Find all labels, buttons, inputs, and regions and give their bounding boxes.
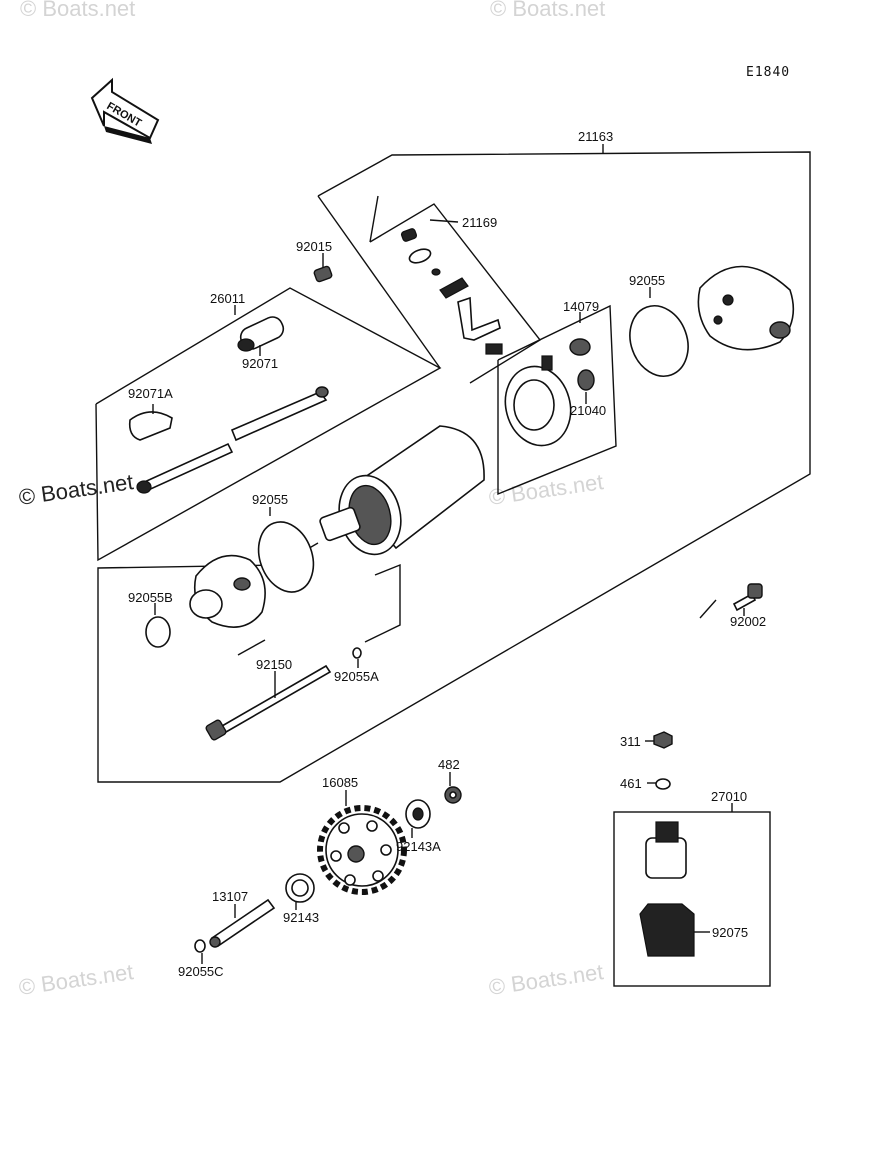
label-13107: 13107	[212, 889, 248, 904]
front-arrow-icon: FRONT	[90, 77, 160, 144]
label-92055-top: 92055	[629, 273, 665, 288]
gear-16085	[317, 805, 407, 895]
label-21040: 21040	[570, 403, 606, 418]
label-482: 482	[438, 757, 460, 772]
bolt-92002	[732, 583, 763, 612]
through-bolt-92150	[205, 664, 332, 741]
label-92055C: 92055C	[178, 964, 224, 979]
watermark: © Boats.net	[487, 469, 605, 510]
end-cover	[697, 265, 795, 351]
o-ring-92055C	[194, 939, 206, 953]
label-92071A: 92071A	[128, 386, 173, 401]
diagram-code: E1840	[746, 65, 790, 80]
o-ring-92055A	[352, 647, 362, 659]
label-27010: 27010	[711, 789, 747, 804]
label-461: 461	[620, 776, 642, 791]
cap-92071A	[128, 411, 173, 441]
watermark: © Boats.net	[17, 959, 135, 1000]
washer-461	[655, 778, 671, 790]
label-14079: 14079	[563, 299, 599, 314]
label-16085: 16085	[322, 775, 358, 790]
circlip-482	[444, 786, 462, 804]
label-92150: 92150	[256, 657, 292, 672]
label-92002: 92002	[730, 614, 766, 629]
watermark: © Boats.net	[17, 469, 135, 510]
o-ring-92055B	[145, 616, 171, 648]
nut-311	[653, 731, 673, 749]
front-cover	[189, 554, 266, 628]
label-92055-mid: 92055	[252, 492, 288, 507]
yoke-armature	[319, 425, 485, 556]
terminal-92071	[237, 316, 285, 352]
starter-relay	[639, 821, 695, 957]
label-21163: 21163	[578, 129, 613, 144]
assembly-outline-21169	[369, 203, 542, 384]
o-ring-92055	[629, 305, 689, 377]
assembly-outline-14079	[497, 304, 617, 496]
o-ring-92055	[257, 521, 315, 593]
label-92143A: 92143A	[396, 839, 441, 854]
watermark: © Boats.net	[490, 0, 605, 21]
watermark: © Boats.net	[487, 959, 605, 1000]
bolt-92015	[313, 265, 333, 283]
bushing-92143	[285, 873, 315, 903]
label-26011: 26011	[210, 291, 245, 306]
assembly-outline-26011	[95, 287, 442, 562]
label-21169: 21169	[462, 215, 497, 230]
label-92143: 92143	[283, 910, 319, 925]
label-92075: 92075	[712, 925, 748, 940]
bearing-92143A	[405, 799, 431, 829]
label-311: 311	[620, 734, 641, 749]
label-92055B: 92055B	[128, 590, 173, 605]
brush-plate	[504, 338, 595, 447]
label-92055A: 92055A	[334, 669, 379, 684]
shaft-13107	[209, 898, 276, 948]
assembly-outline-27010	[613, 811, 771, 987]
lead-wire	[136, 386, 329, 494]
brush-holder-parts	[400, 228, 503, 355]
watermark: © Boats.net	[20, 0, 135, 21]
label-92071: 92071	[242, 356, 278, 371]
label-92015: 92015	[296, 239, 332, 254]
